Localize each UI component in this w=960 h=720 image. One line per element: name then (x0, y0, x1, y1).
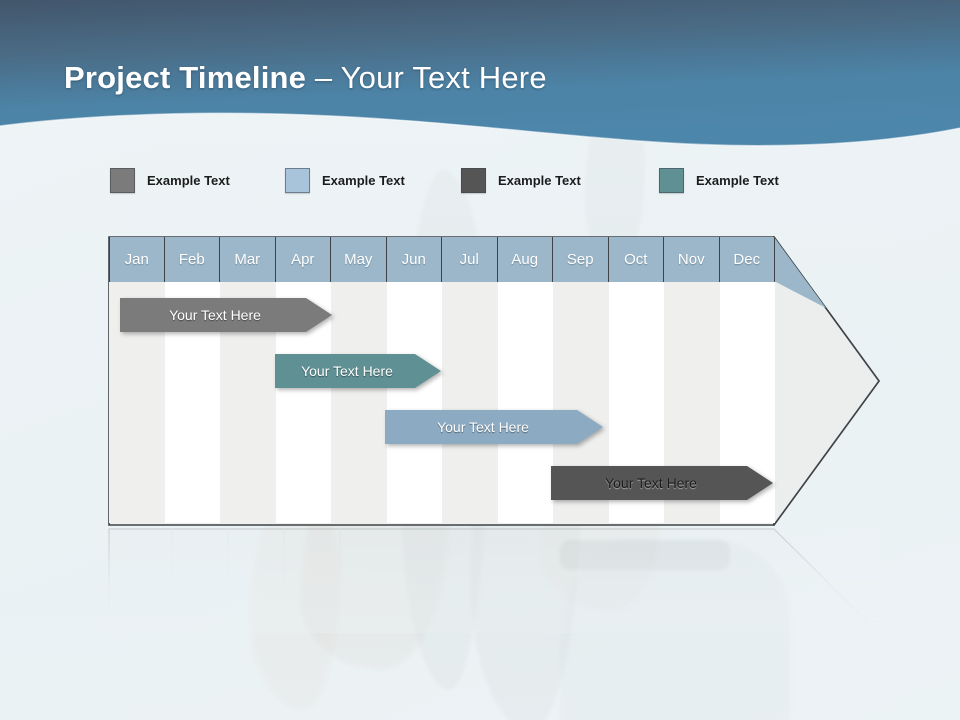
timeline-bar-4-label: Your Text Here (605, 475, 697, 491)
month-header-sep: Sep (553, 237, 609, 282)
timeline-bar-4-body (551, 466, 773, 500)
month-header-oct: Oct (608, 237, 664, 282)
timeline-bars: Your Text Here Your Text Here Your Text … (108, 281, 880, 526)
header-banner (0, 0, 960, 150)
month-header-may: May (331, 237, 387, 282)
month-header-feb: Feb (164, 237, 220, 282)
month-column-mar: Mar (220, 237, 276, 523)
month-column-jul: Jul (442, 237, 498, 523)
timeline-bar-2-body (275, 354, 441, 388)
legend-item-4[interactable]: Example Text (659, 168, 779, 193)
page-title-separator: – (306, 60, 341, 95)
legend: Example Text Example Text Example Text E… (0, 168, 960, 198)
page-title: Project Timeline – Your Text Here (64, 60, 547, 96)
legend-item-2[interactable]: Example Text (285, 168, 405, 193)
legend-item-3[interactable]: Example Text (461, 168, 581, 193)
chart-reflection (108, 528, 880, 633)
timeline-bar-3-body (385, 410, 603, 444)
page-title-light: Your Text Here (340, 60, 547, 95)
legend-swatch-icon-1 (110, 168, 135, 193)
month-header-nov: Nov (664, 237, 720, 282)
legend-swatch-icon-2 (285, 168, 310, 193)
legend-label-2: Example Text (322, 173, 405, 188)
timeline-chart: Jan Feb Mar Apr May Jun Jul Aug Sep Oct … (108, 236, 880, 526)
page-title-bold: Project Timeline (64, 60, 307, 95)
timeline-bar-3-label: Your Text Here (437, 419, 529, 435)
timeline-bar-1-body (120, 298, 332, 332)
month-header-jun: Jun (386, 237, 442, 282)
timeline-bar-1[interactable]: Your Text Here (120, 298, 332, 332)
month-column-aug: Aug (497, 237, 553, 523)
month-header-aug: Aug (497, 237, 553, 282)
month-column-jan: Jan (109, 237, 165, 523)
timeline-bar-1-label: Your Text Here (169, 307, 261, 323)
month-header-apr: Apr (275, 237, 331, 282)
legend-item-1[interactable]: Example Text (110, 168, 230, 193)
legend-label-4: Example Text (696, 173, 779, 188)
timeline-bar-3[interactable]: Your Text Here (385, 410, 603, 444)
legend-label-3: Example Text (498, 173, 581, 188)
legend-swatch-icon-3 (461, 168, 486, 193)
month-column-feb: Feb (164, 237, 220, 523)
month-header-dec: Dec (719, 237, 775, 282)
legend-swatch-icon-4 (659, 168, 684, 193)
month-header-jan: Jan (109, 237, 165, 282)
month-header-mar: Mar (220, 237, 276, 282)
legend-label-1: Example Text (147, 173, 230, 188)
timeline-bar-2[interactable]: Your Text Here (275, 354, 441, 388)
month-header-jul: Jul (442, 237, 498, 282)
timeline-bar-2-label: Your Text Here (301, 363, 393, 379)
chart-reflection-shape (108, 528, 880, 633)
timeline-bar-4[interactable]: Your Text Here (551, 466, 773, 500)
